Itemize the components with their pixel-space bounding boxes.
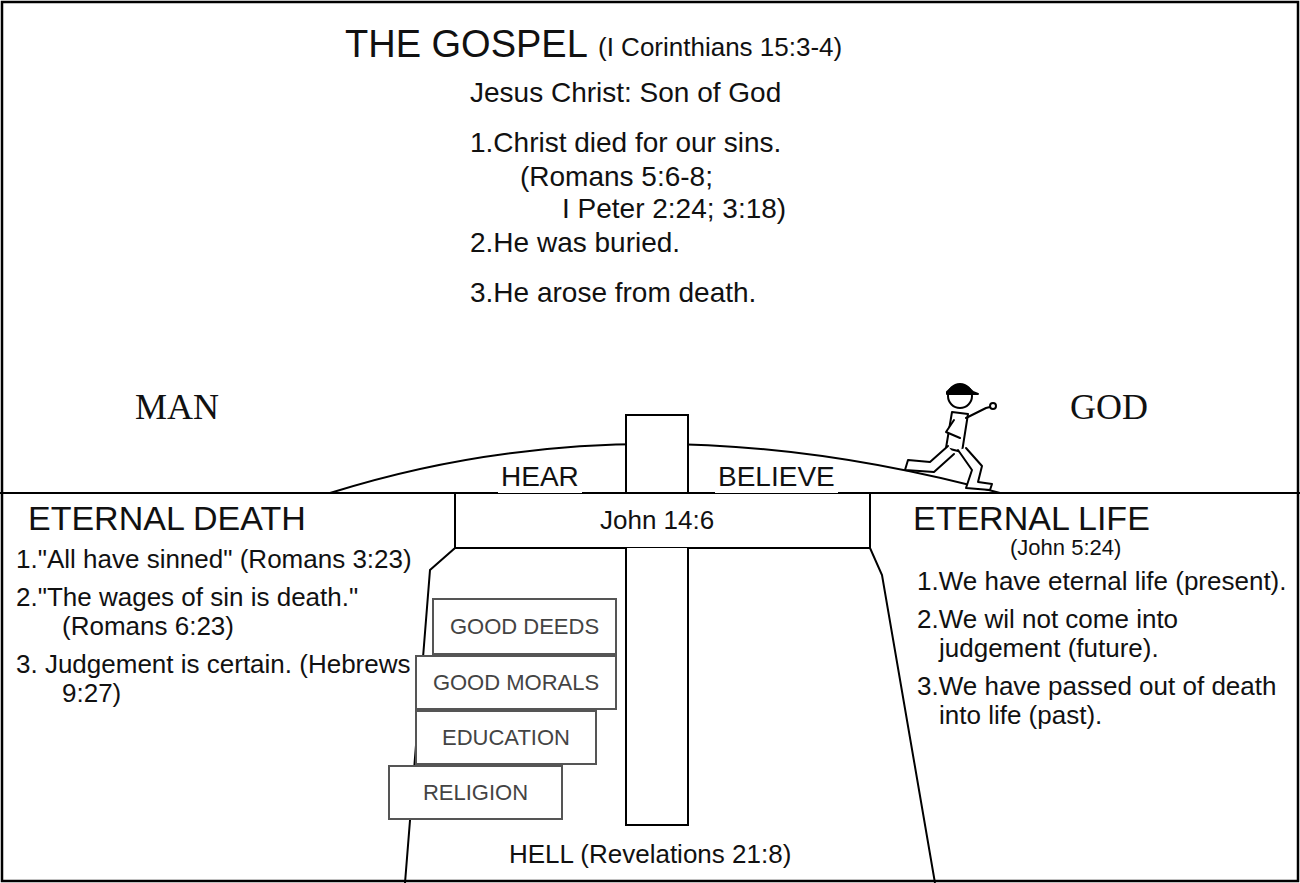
side-label: MAN bbox=[135, 388, 219, 428]
running-man bbox=[905, 384, 996, 490]
step-label: EDUCATION bbox=[434, 725, 578, 751]
bridge-word: HEAR bbox=[498, 462, 582, 493]
cross-stem bbox=[626, 415, 688, 493]
reference: I Peter 2:24; 3:18) bbox=[562, 194, 786, 225]
gospel-point: 2.He was buried. bbox=[470, 228, 680, 259]
region-heading: ETERNAL LIFE bbox=[905, 500, 1290, 537]
step-label: GOOD MORALS bbox=[425, 670, 607, 696]
stair-step: RELIGION bbox=[388, 765, 563, 820]
list-item: 3.We have passed out of death into life … bbox=[905, 672, 1290, 731]
list-item: 2."The wages of sin is death." (Romans 6… bbox=[16, 583, 421, 642]
step-label: RELIGION bbox=[415, 780, 536, 806]
cross-stem bbox=[626, 548, 688, 825]
side-label: GOD bbox=[1070, 388, 1148, 428]
subtitle: Jesus Christ: Son of God bbox=[470, 78, 781, 109]
cliff-region: ETERNAL DEATH 1."All have sinned" (Romans… bbox=[16, 500, 421, 708]
stair-step: GOOD DEEDS bbox=[432, 598, 617, 655]
gospel-point: 1.Christ died for our sins. bbox=[470, 128, 781, 159]
cliff-region: ETERNAL LIFE(John 5:24) 1.We have eternal… bbox=[905, 500, 1290, 730]
reference: (Romans 5:6-8; bbox=[520, 162, 713, 193]
step-label: GOOD DEEDS bbox=[442, 614, 607, 640]
list-item: 1."All have sinned" (Romans 3:23) bbox=[16, 545, 421, 574]
crossbar-reference: John 14:6 bbox=[597, 506, 717, 535]
list-item: 3. Judgement is certain. (Hebrews 9:27) bbox=[16, 650, 421, 709]
list-item: 1.We have eternal life (present). bbox=[905, 567, 1290, 596]
reference: (John 5:24) bbox=[905, 537, 1290, 559]
bridge-word: BELIEVE bbox=[715, 462, 838, 493]
reference: (I Corinthians 15:3-4) bbox=[598, 33, 842, 62]
gospel-point: 3.He arose from death. bbox=[470, 278, 756, 309]
title: THE GOSPEL bbox=[345, 24, 588, 66]
stair-step: EDUCATION bbox=[415, 710, 597, 765]
list-item: 2.We wil not come into judgement (future… bbox=[905, 605, 1290, 664]
chasm-label: HELL (Revelations 21:8) bbox=[509, 840, 791, 869]
region-heading: ETERNAL DEATH bbox=[16, 500, 421, 537]
stair-step: GOOD MORALS bbox=[415, 655, 617, 710]
